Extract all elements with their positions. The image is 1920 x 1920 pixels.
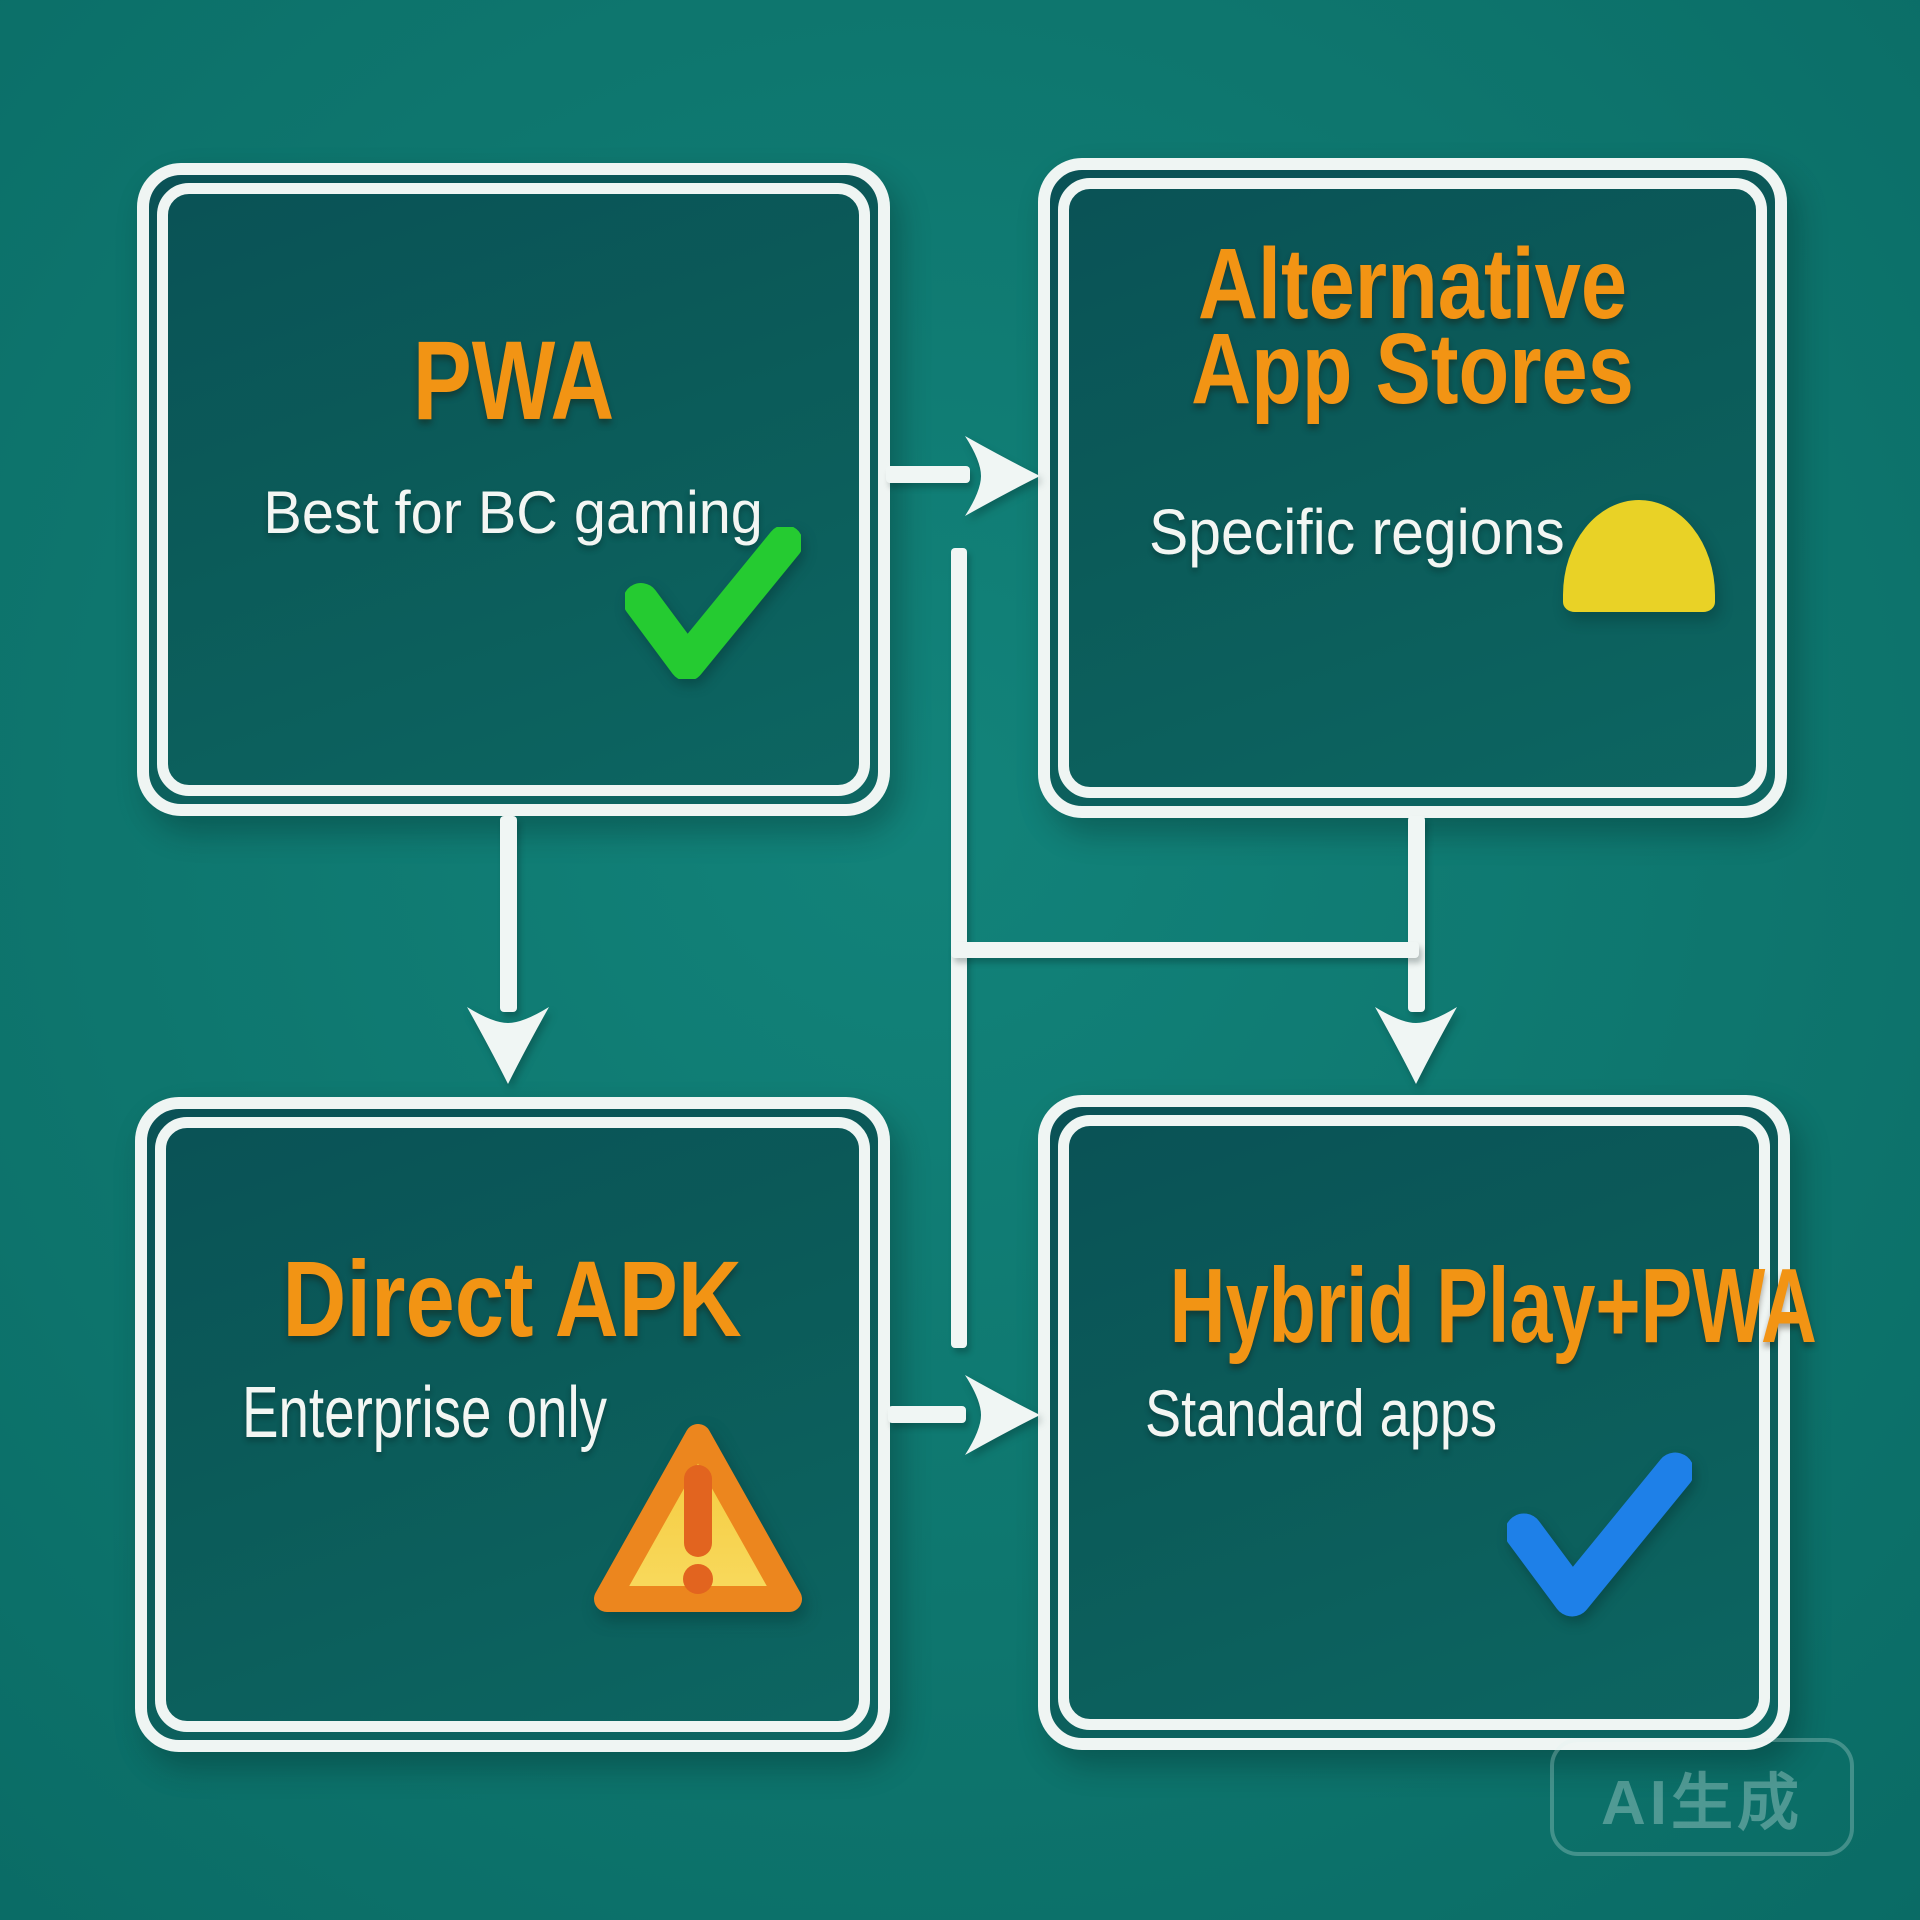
node-pwa-title: PWA	[412, 318, 615, 443]
edge-apk-to-hybrid-shaft	[888, 1406, 966, 1423]
check-icon	[625, 527, 801, 679]
node-pwa: PWA Best for BC gaming	[137, 163, 890, 816]
arrow-down-icon	[464, 1002, 552, 1084]
node-hyb-title: Hybrid Play+PWA	[1169, 1247, 1817, 1365]
node-alt-title: Alternative App Stores	[1050, 228, 1775, 425]
node-direct-apk: Direct APK Enterprise only	[135, 1097, 890, 1752]
ai-generated-watermark-badge: AI生成	[1550, 1738, 1854, 1856]
ai-generated-watermark-label: AI生成	[1600, 1769, 1803, 1838]
edge-pwa-to-apk-shaft	[500, 816, 517, 1012]
node-alt-title-line1: Alternative	[1197, 228, 1627, 340]
node-apk-title: Direct APK	[282, 1238, 743, 1359]
edge-alt-to-hybrid-shaft	[1408, 816, 1425, 1012]
edge-pwa-to-alt-shaft	[886, 466, 970, 483]
node-apk-subtitle: Enterprise only	[242, 1373, 607, 1453]
arrow-right-icon	[960, 1372, 1040, 1458]
warning-icon	[589, 1419, 807, 1617]
node-pwa-subtitle: Best for BC gaming	[263, 479, 764, 546]
node-alternative-app-stores: Alternative App Stores Specific regions	[1038, 158, 1787, 818]
connector-horizontal-line	[951, 942, 1419, 958]
node-alt-title-line2: App Stores	[1191, 313, 1634, 425]
node-alt-subtitle: Specific regions	[1149, 496, 1565, 568]
node-hybrid-play-pwa: Hybrid Play+PWA Standard apps	[1038, 1095, 1817, 1750]
check-icon	[1507, 1452, 1692, 1617]
node-hyb-subtitle: Standard apps	[1145, 1376, 1498, 1450]
arrow-down-icon	[1372, 1002, 1460, 1084]
arrow-right-icon	[960, 433, 1040, 519]
